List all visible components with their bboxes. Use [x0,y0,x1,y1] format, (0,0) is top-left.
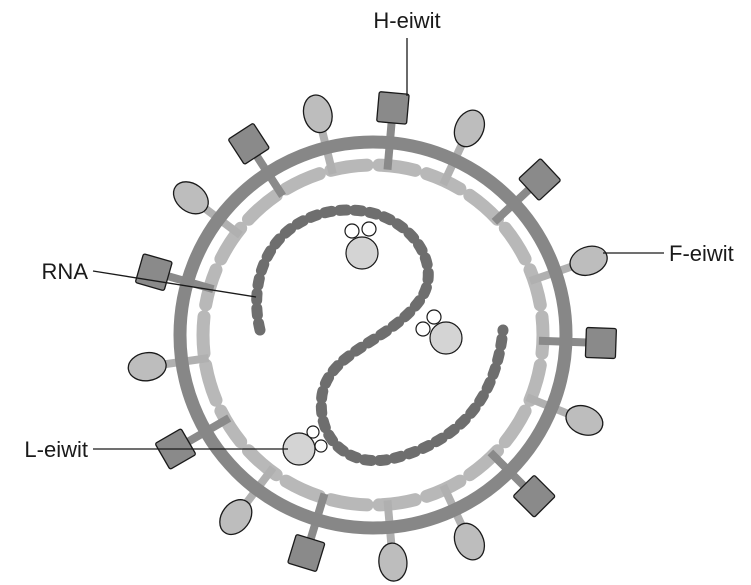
matrix-protein-segment [279,474,326,503]
rna-label: RNA [42,259,89,284]
h-protein [287,534,326,572]
matrix-protein-segment [214,404,248,449]
h-protein [228,123,270,165]
f-protein [453,522,486,561]
h-protein [376,91,410,125]
f-protein [219,499,253,536]
matrix-protein-segment [214,221,248,266]
matrix-protein-segment [372,158,422,177]
l-proteins [282,221,463,466]
h-protein [518,158,561,201]
matrix-protein-segment [463,188,504,226]
protein-subunit [361,221,377,237]
h-protein [584,326,617,360]
h-protein-label: H-eiwit [373,8,440,33]
matrix-protein-segment [463,444,504,482]
protein-subunit [344,223,360,239]
matrix-protein-segment [242,188,283,226]
protein-subunit [314,439,328,453]
l-protein [429,321,463,355]
f-protein-label: F-eiwit [669,241,734,266]
f-protein [565,404,604,436]
rna-strand [251,204,509,467]
matrix-protein-segment [535,310,550,360]
matrix-protein-segment [498,221,532,266]
matrix-protein-segment [324,158,374,177]
matrix-protein-segment [199,358,223,407]
protein-subunit [415,321,431,337]
label-lines [92,38,664,450]
f-protein [569,245,608,277]
matrix-protein-segment [196,310,211,360]
matrix-protein-segment [498,404,532,449]
spike-heads [127,91,617,582]
viral-envelope [173,135,573,535]
protein-subunit [306,425,320,439]
l-protein-label: L-eiwit [24,437,88,462]
matrix-protein-segment [372,493,422,512]
h-protein [135,253,173,291]
rna-leader [92,270,257,298]
matrix-protein-segment [279,167,326,196]
protein-subunit [426,309,442,325]
matrix-protein-segment [324,493,374,512]
matrix-protein-segment [523,263,547,312]
l-protein [345,236,379,270]
rna-path [251,204,509,467]
f-protein [172,181,209,215]
matrix-protein-segment [242,444,283,482]
f-protein [302,94,333,134]
f-protein [378,542,408,582]
f-protein [453,109,486,148]
f-protein [127,351,167,382]
h-protein [513,475,556,518]
